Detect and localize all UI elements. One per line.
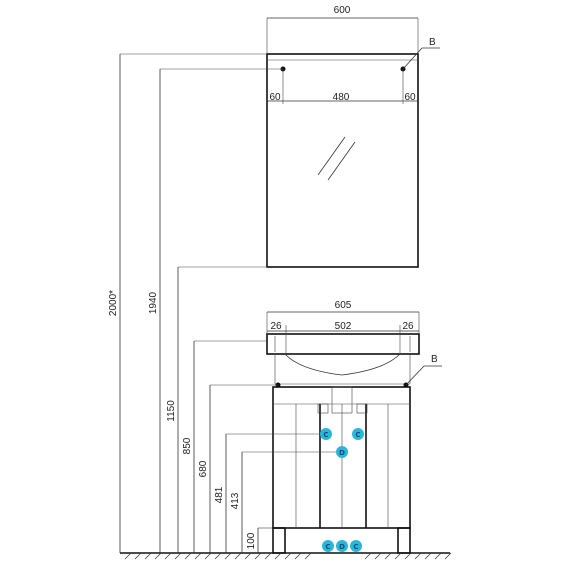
sink-top: [266, 333, 420, 355]
mirror-mount-left-label: 60: [269, 92, 281, 103]
mirror-mount-mid-label: 480: [333, 92, 350, 103]
svg-text:C: C: [353, 543, 358, 551]
sink-right-label: 26: [402, 321, 414, 332]
sink-mid-label: 502: [335, 321, 352, 332]
height-sink-top-label: 850: [182, 437, 193, 454]
mirror-frame: [266, 53, 419, 268]
height-legs-label: 100: [246, 532, 257, 549]
svg-text:D: D: [339, 543, 345, 551]
cabinet-leg: [397, 527, 411, 554]
height-mirror-bottom-dimension: 1150: [166, 266, 267, 553]
height-c-dimension: 481: [214, 433, 326, 553]
mirror: [266, 53, 419, 268]
height-total-label: 2000*: [108, 290, 119, 316]
mirror-width-dimension: 600: [266, 5, 419, 54]
marker-c-right: C: [352, 428, 364, 440]
height-c-label: 481: [214, 486, 225, 503]
marker-c-floor-right: C: [350, 540, 362, 552]
svg-text:D: D: [339, 449, 345, 457]
floor-hatching: [124, 552, 452, 560]
marker-c-left: C: [320, 428, 332, 440]
svg-text:C: C: [325, 543, 330, 551]
cabinet-width-label: 605: [335, 300, 352, 311]
sink-left-label: 26: [270, 321, 282, 332]
marker-d-floor: D: [336, 540, 348, 552]
reflection-mark: [317, 136, 346, 176]
cabinet-b-callout: B: [405, 354, 442, 386]
sink-offset-dimension: 26 502 26: [267, 321, 419, 354]
height-total-dimension: 2000*: [108, 53, 267, 553]
height-mirror-bottom-label: 1150: [166, 400, 177, 422]
height-d-dimension: 413: [230, 451, 342, 553]
height-mount-dimension: 680: [198, 384, 278, 553]
mirror-width-label: 600: [334, 5, 351, 16]
cabinet-width-dimension: 605: [266, 300, 420, 334]
cabinet-b-label: B: [431, 354, 438, 365]
svg-text:C: C: [323, 431, 328, 439]
cabinet-leg: [272, 527, 286, 554]
marker-d: D: [336, 446, 348, 458]
mirror-mount-right-label: 60: [404, 92, 416, 103]
height-sink-top-dimension: 850: [182, 340, 267, 553]
basin: [284, 353, 401, 376]
mirror-mount-dimension: 60 480 60: [267, 69, 418, 104]
height-legs-dimension: 100: [246, 527, 273, 553]
siphon: [331, 386, 353, 414]
reflection-mark: [327, 141, 356, 181]
svg-text:C: C: [355, 431, 360, 439]
height-mount-label: 680: [198, 460, 209, 477]
height-mirror-top-label: 1940: [148, 291, 159, 314]
height-mirror-top-dimension: 1940: [148, 68, 283, 553]
mirror-b-label: B: [429, 37, 436, 48]
mirror-b-callout: B: [402, 37, 440, 70]
height-d-label: 413: [230, 492, 241, 509]
marker-c-floor-left: C: [322, 540, 334, 552]
cabinet: [266, 333, 420, 554]
